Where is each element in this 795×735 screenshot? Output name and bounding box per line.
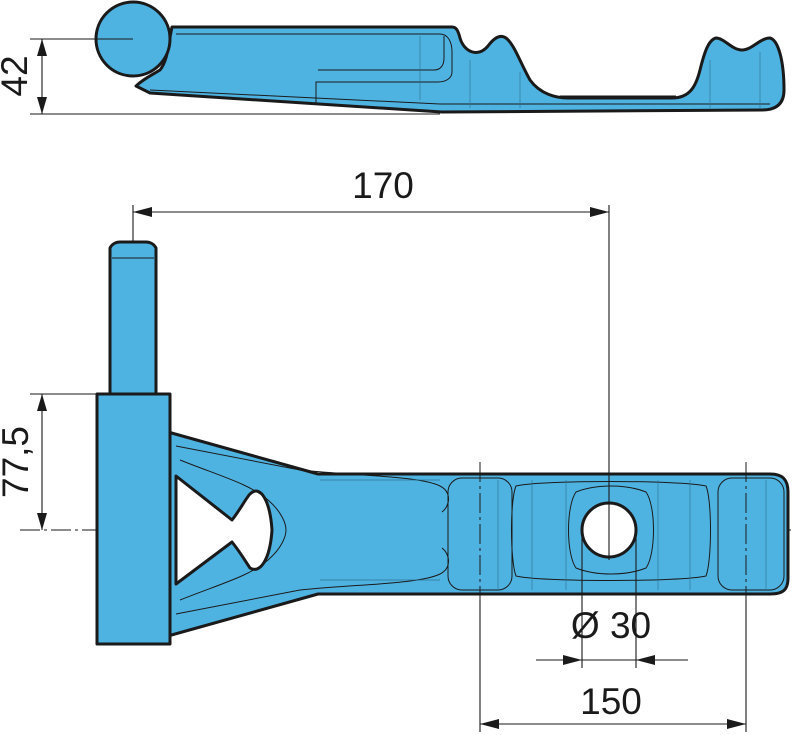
dimension-42: 42 <box>0 38 440 115</box>
dim-77-5-arrow-top <box>37 394 47 411</box>
dim-bore-arrow-left <box>563 655 582 665</box>
dim-bore-label: Ø 30 <box>571 605 651 646</box>
dim-77-5-arrow-bottom <box>37 513 47 530</box>
dim-42-arrow-top <box>37 39 47 56</box>
arm-rib-upper-2 <box>179 459 287 531</box>
dim-150-arrow-left <box>480 719 499 729</box>
pin-shaft <box>108 240 158 396</box>
vertical-block <box>95 392 172 646</box>
pad-center-outline <box>511 481 711 581</box>
dim-170-label: 170 <box>352 165 414 206</box>
side-view-inner-lower <box>149 89 770 105</box>
dimension-170: 170 <box>132 165 610 560</box>
dim-bore-arrow-right <box>636 655 655 665</box>
dim-77-5-label: 77,5 <box>0 426 36 498</box>
side-view-body <box>134 25 786 114</box>
side-view-inner-edge <box>318 36 445 71</box>
dimension-150: 150 <box>479 600 747 732</box>
bore-hub <box>568 485 654 575</box>
dim-150-arrow-right <box>727 719 746 729</box>
arm-rib-lower-2 <box>179 529 287 601</box>
dim-42-label: 42 <box>0 55 35 96</box>
side-view-inner-top <box>176 33 453 104</box>
dim-170-arrow-left <box>133 207 152 217</box>
dim-42-arrow-bottom <box>37 97 47 114</box>
front-view <box>95 240 790 646</box>
dimension-77-5: 77,5 <box>0 393 110 530</box>
bracket-arm <box>166 430 790 638</box>
dimension-bore-diameter: Ø 30 <box>536 530 688 668</box>
pad-right <box>717 477 785 591</box>
arm-cutout <box>174 474 274 586</box>
dim-170-arrow-right <box>590 207 609 217</box>
dim-150-label: 150 <box>580 681 642 722</box>
side-view <box>94 0 786 114</box>
